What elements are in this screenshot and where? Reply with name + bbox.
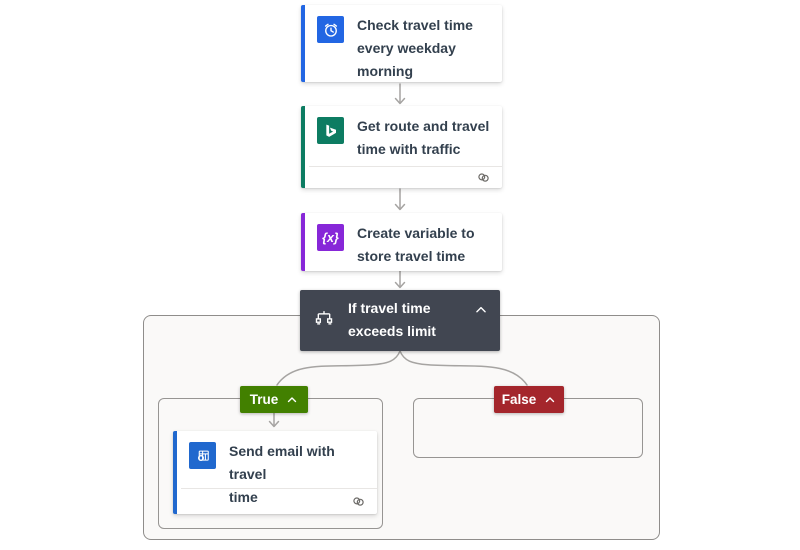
action-card-title: Get route and travel time with traffic <box>357 118 490 157</box>
outlook-icon <box>189 442 216 469</box>
connection-link-icon <box>353 497 364 506</box>
variable-glyph: {x} <box>322 230 339 245</box>
action-card-title: Send email with travel time <box>229 443 335 505</box>
connector-getroute-to-variable <box>394 188 406 211</box>
condition-title: If travel time exceeds limit <box>348 300 436 339</box>
true-collapse-chevron-icon <box>288 396 297 402</box>
false-branch-label: False <box>501 392 537 407</box>
true-branch-badge[interactable]: True <box>240 386 308 413</box>
condition-card-if-travel-time[interactable]: If travel time exceeds limit <box>300 290 500 351</box>
false-branch-badge[interactable]: False <box>494 386 564 413</box>
trigger-card-title: Check travel time every weekday morning <box>357 17 473 79</box>
action-card-title: Create variable to store travel time <box>357 225 475 264</box>
card-footer <box>309 166 502 188</box>
action-card-send-email[interactable]: Send email with travel time <box>173 431 377 514</box>
recurrence-icon <box>317 16 344 43</box>
connector-variable-to-condition <box>394 270 406 289</box>
trigger-card-check-travel-time[interactable]: Check travel time every weekday morning <box>301 5 502 82</box>
connection-link-icon <box>478 173 489 182</box>
bing-maps-icon <box>317 117 344 144</box>
variable-icon: {x} <box>317 224 344 251</box>
action-card-get-route[interactable]: Get route and travel time with traffic <box>301 106 502 188</box>
connector-trigger-to-getroute <box>394 83 406 105</box>
condition-icon <box>313 307 335 334</box>
true-branch-label: True <box>249 392 279 407</box>
false-collapse-chevron-icon <box>546 396 555 402</box>
card-footer <box>181 488 377 514</box>
action-card-create-variable[interactable]: {x} Create variable to store travel time <box>301 213 502 271</box>
condition-collapse-chevron-icon[interactable] <box>473 302 489 318</box>
